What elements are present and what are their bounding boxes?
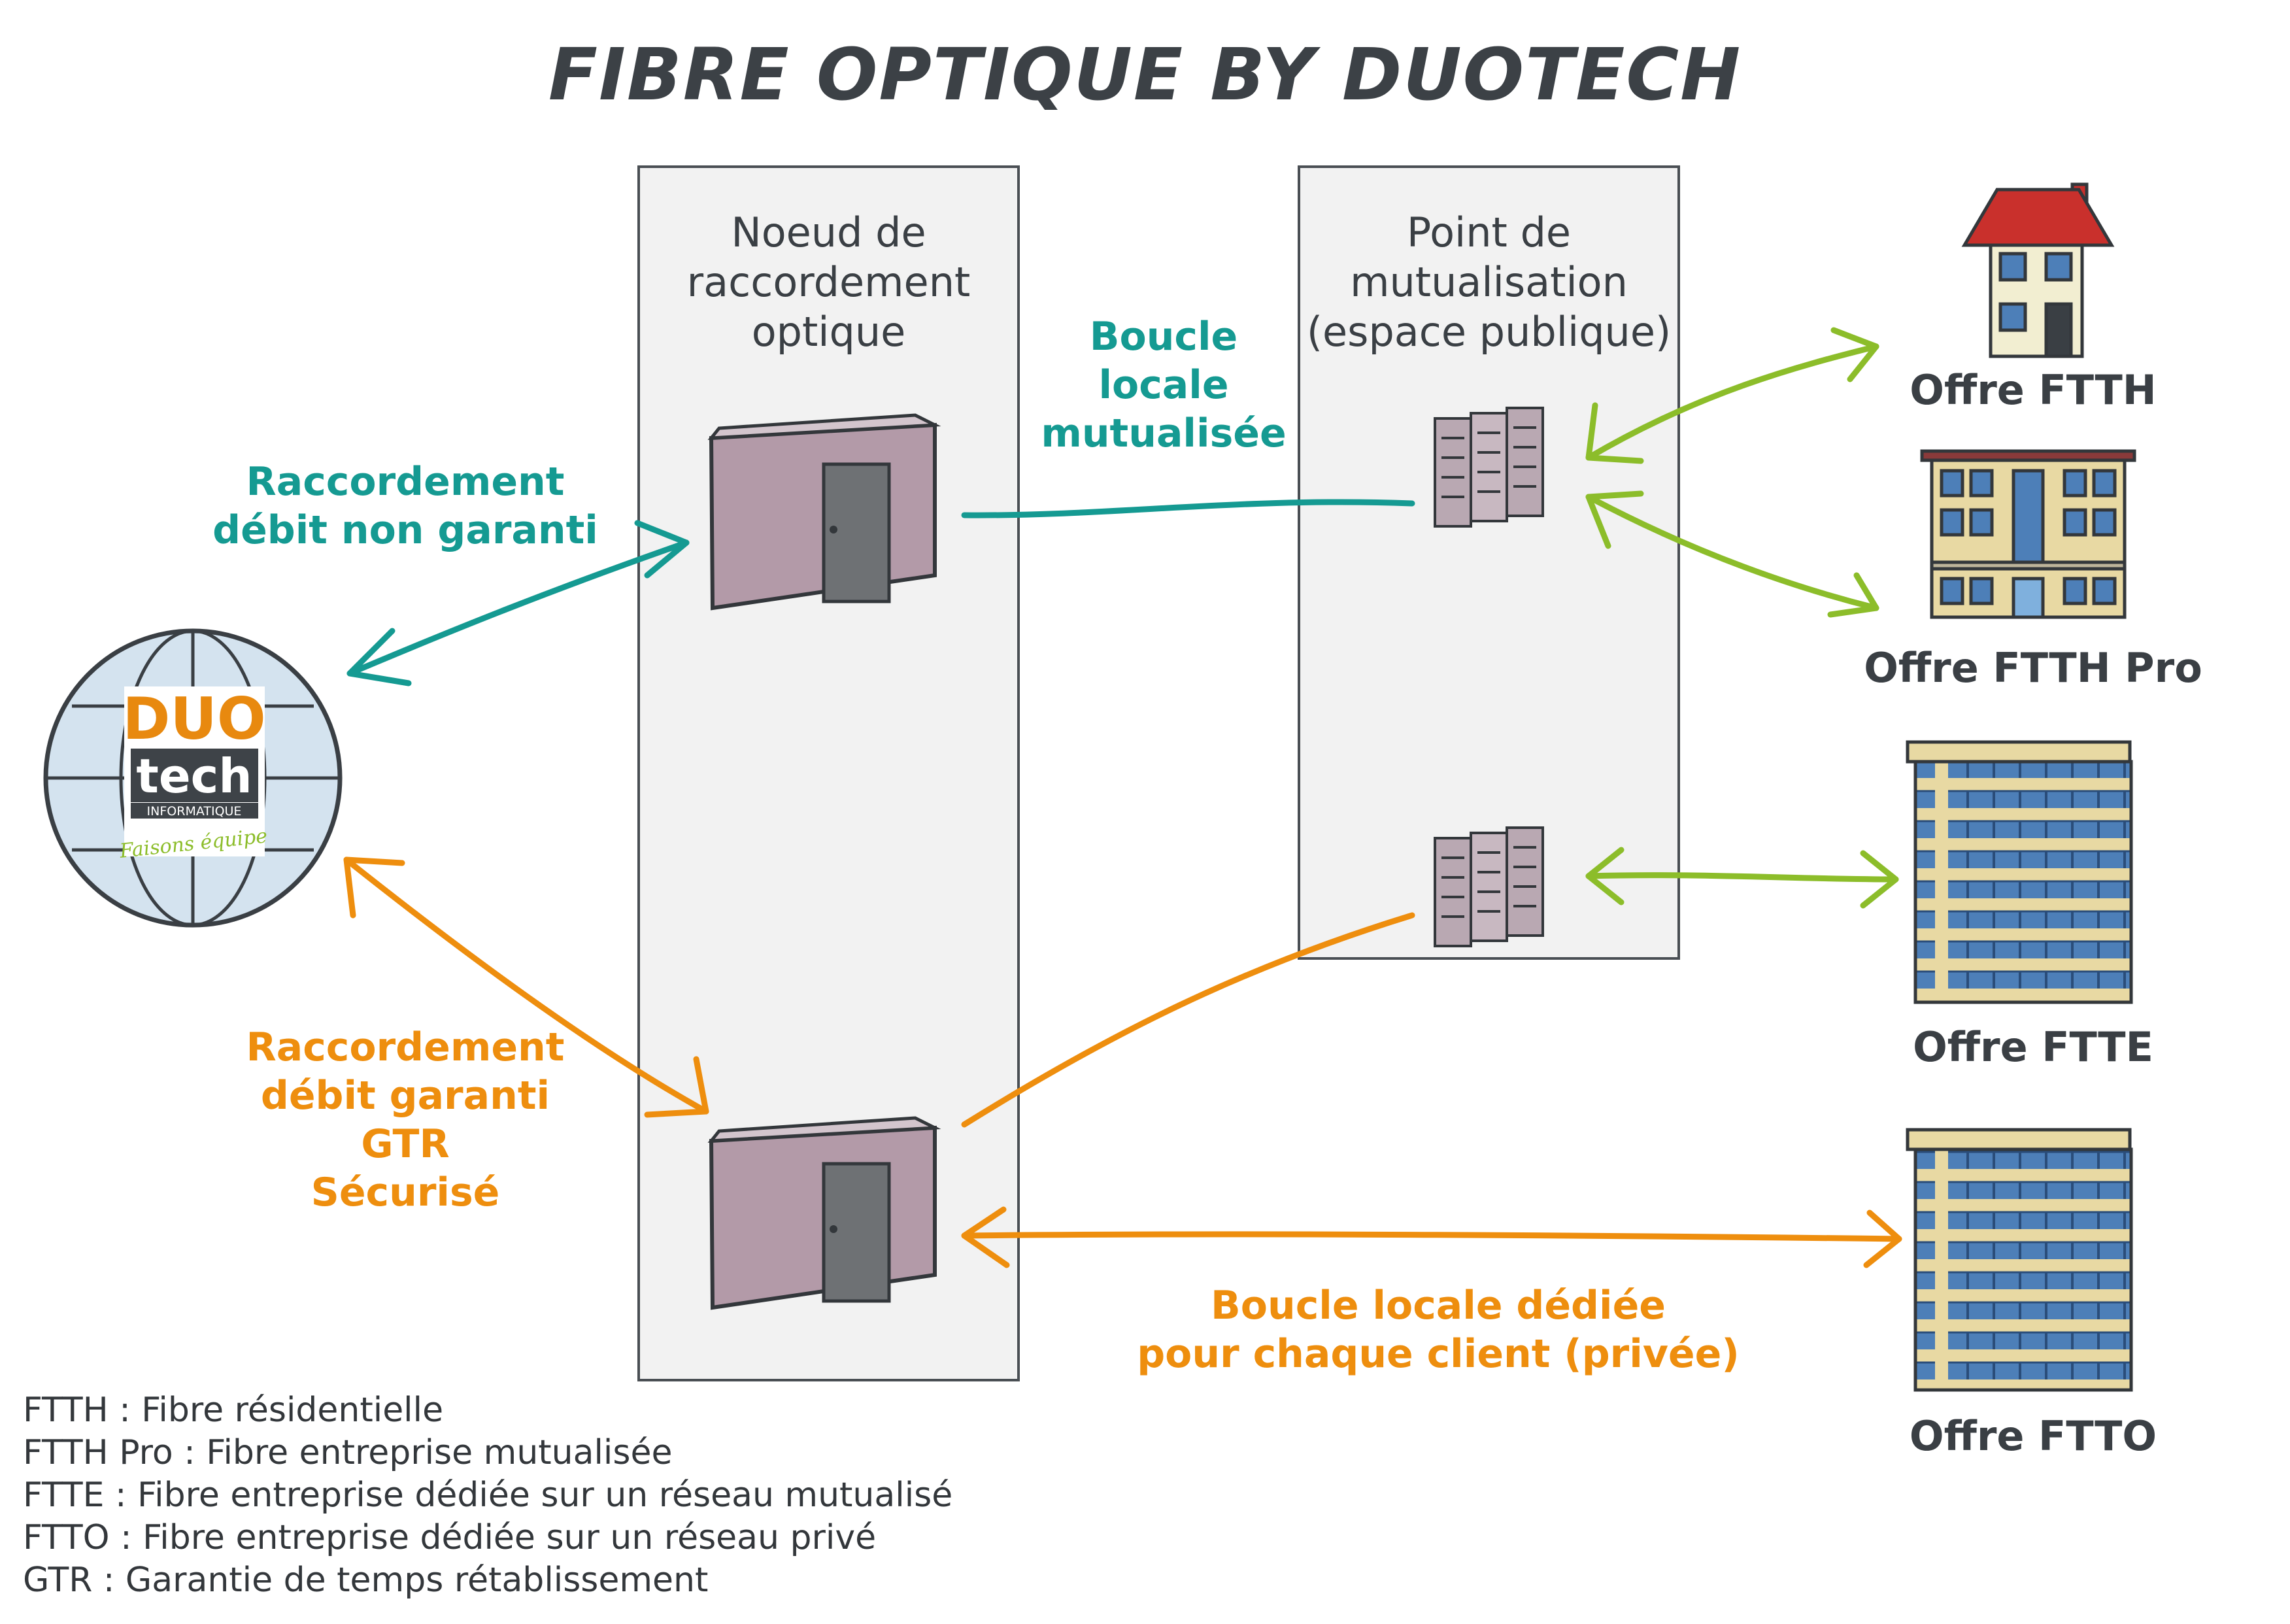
tower-ftte-icon (1906, 740, 2133, 1004)
pm-panel (1298, 165, 1680, 960)
legend-item: FTTE : Fibre entreprise dédiée sur un ré… (23, 1476, 953, 1515)
legend-item: FTTO : Fibre entreprise dédiée sur un ré… (23, 1518, 877, 1557)
building-ftthpro-icon (1920, 449, 2136, 619)
logo-brand: DUO (122, 685, 265, 753)
legend-item: GTR : Garantie de temps rétablissement (23, 1561, 709, 1600)
house-ftth-icon (1961, 182, 2115, 358)
nro-cabinet-top-icon (707, 413, 941, 611)
teal-link-nro-pm (961, 499, 1415, 518)
label-boucle-dediee: Boucle locale dédiée pour chaque client … (1137, 1283, 1740, 1377)
orange-link-nro-pm (961, 912, 1415, 1128)
legend-item: FTTH : Fibre résidentielle (23, 1391, 444, 1430)
label-raccordement-garanti: Raccordement débit garanti GTR Sécurisé (246, 1024, 565, 1215)
pm-server-top-icon (1434, 407, 1544, 528)
label-boucle-mutualisee: Boucle locale mutualisée (1041, 314, 1287, 456)
legend: FTTH : Fibre résidentielle FTTH Pro : Fi… (23, 1389, 1134, 1602)
green-link-pm-ftte (1585, 847, 1899, 909)
orange-link-nro-ftto (961, 1206, 1902, 1268)
green-link-pm-ftth (1585, 327, 1879, 464)
green-link-pm-ftthpro (1585, 490, 1879, 618)
legend-item: FTTH Pro : Fibre entreprise mutualisée (23, 1433, 673, 1472)
logo-name: tech (136, 749, 252, 804)
orange-link-logo-nro (343, 856, 709, 1118)
page-title: FIBRE OPTIQUE BY DUOTECH (548, 33, 1742, 116)
logo-sub: INFORMATIQUE (147, 804, 242, 819)
pm-server-bottom-icon (1434, 826, 1544, 947)
pm-title: Point de mutualisation (espace publique) (1306, 209, 1672, 356)
tower-ftto-icon (1906, 1128, 2133, 1392)
label-raccordement-non-garanti: Raccordement débit non garanti (212, 459, 598, 553)
duotech-logo: DUO tech INFORMATIQUE Faisons équipe (43, 628, 343, 928)
offer-ftte-label: Offre FTTE (1913, 1023, 2153, 1071)
offer-ftto-label: Offre FTTO (1909, 1412, 2157, 1460)
offer-ftth-label: Offre FTTH (1910, 366, 2157, 414)
offer-ftthpro-label: Offre FTTH Pro (1864, 644, 2202, 692)
nro-cabinet-bottom-icon (707, 1116, 941, 1310)
nro-title: Noeud de raccordement optique (686, 209, 971, 356)
teal-link-logo-nro (346, 520, 690, 686)
